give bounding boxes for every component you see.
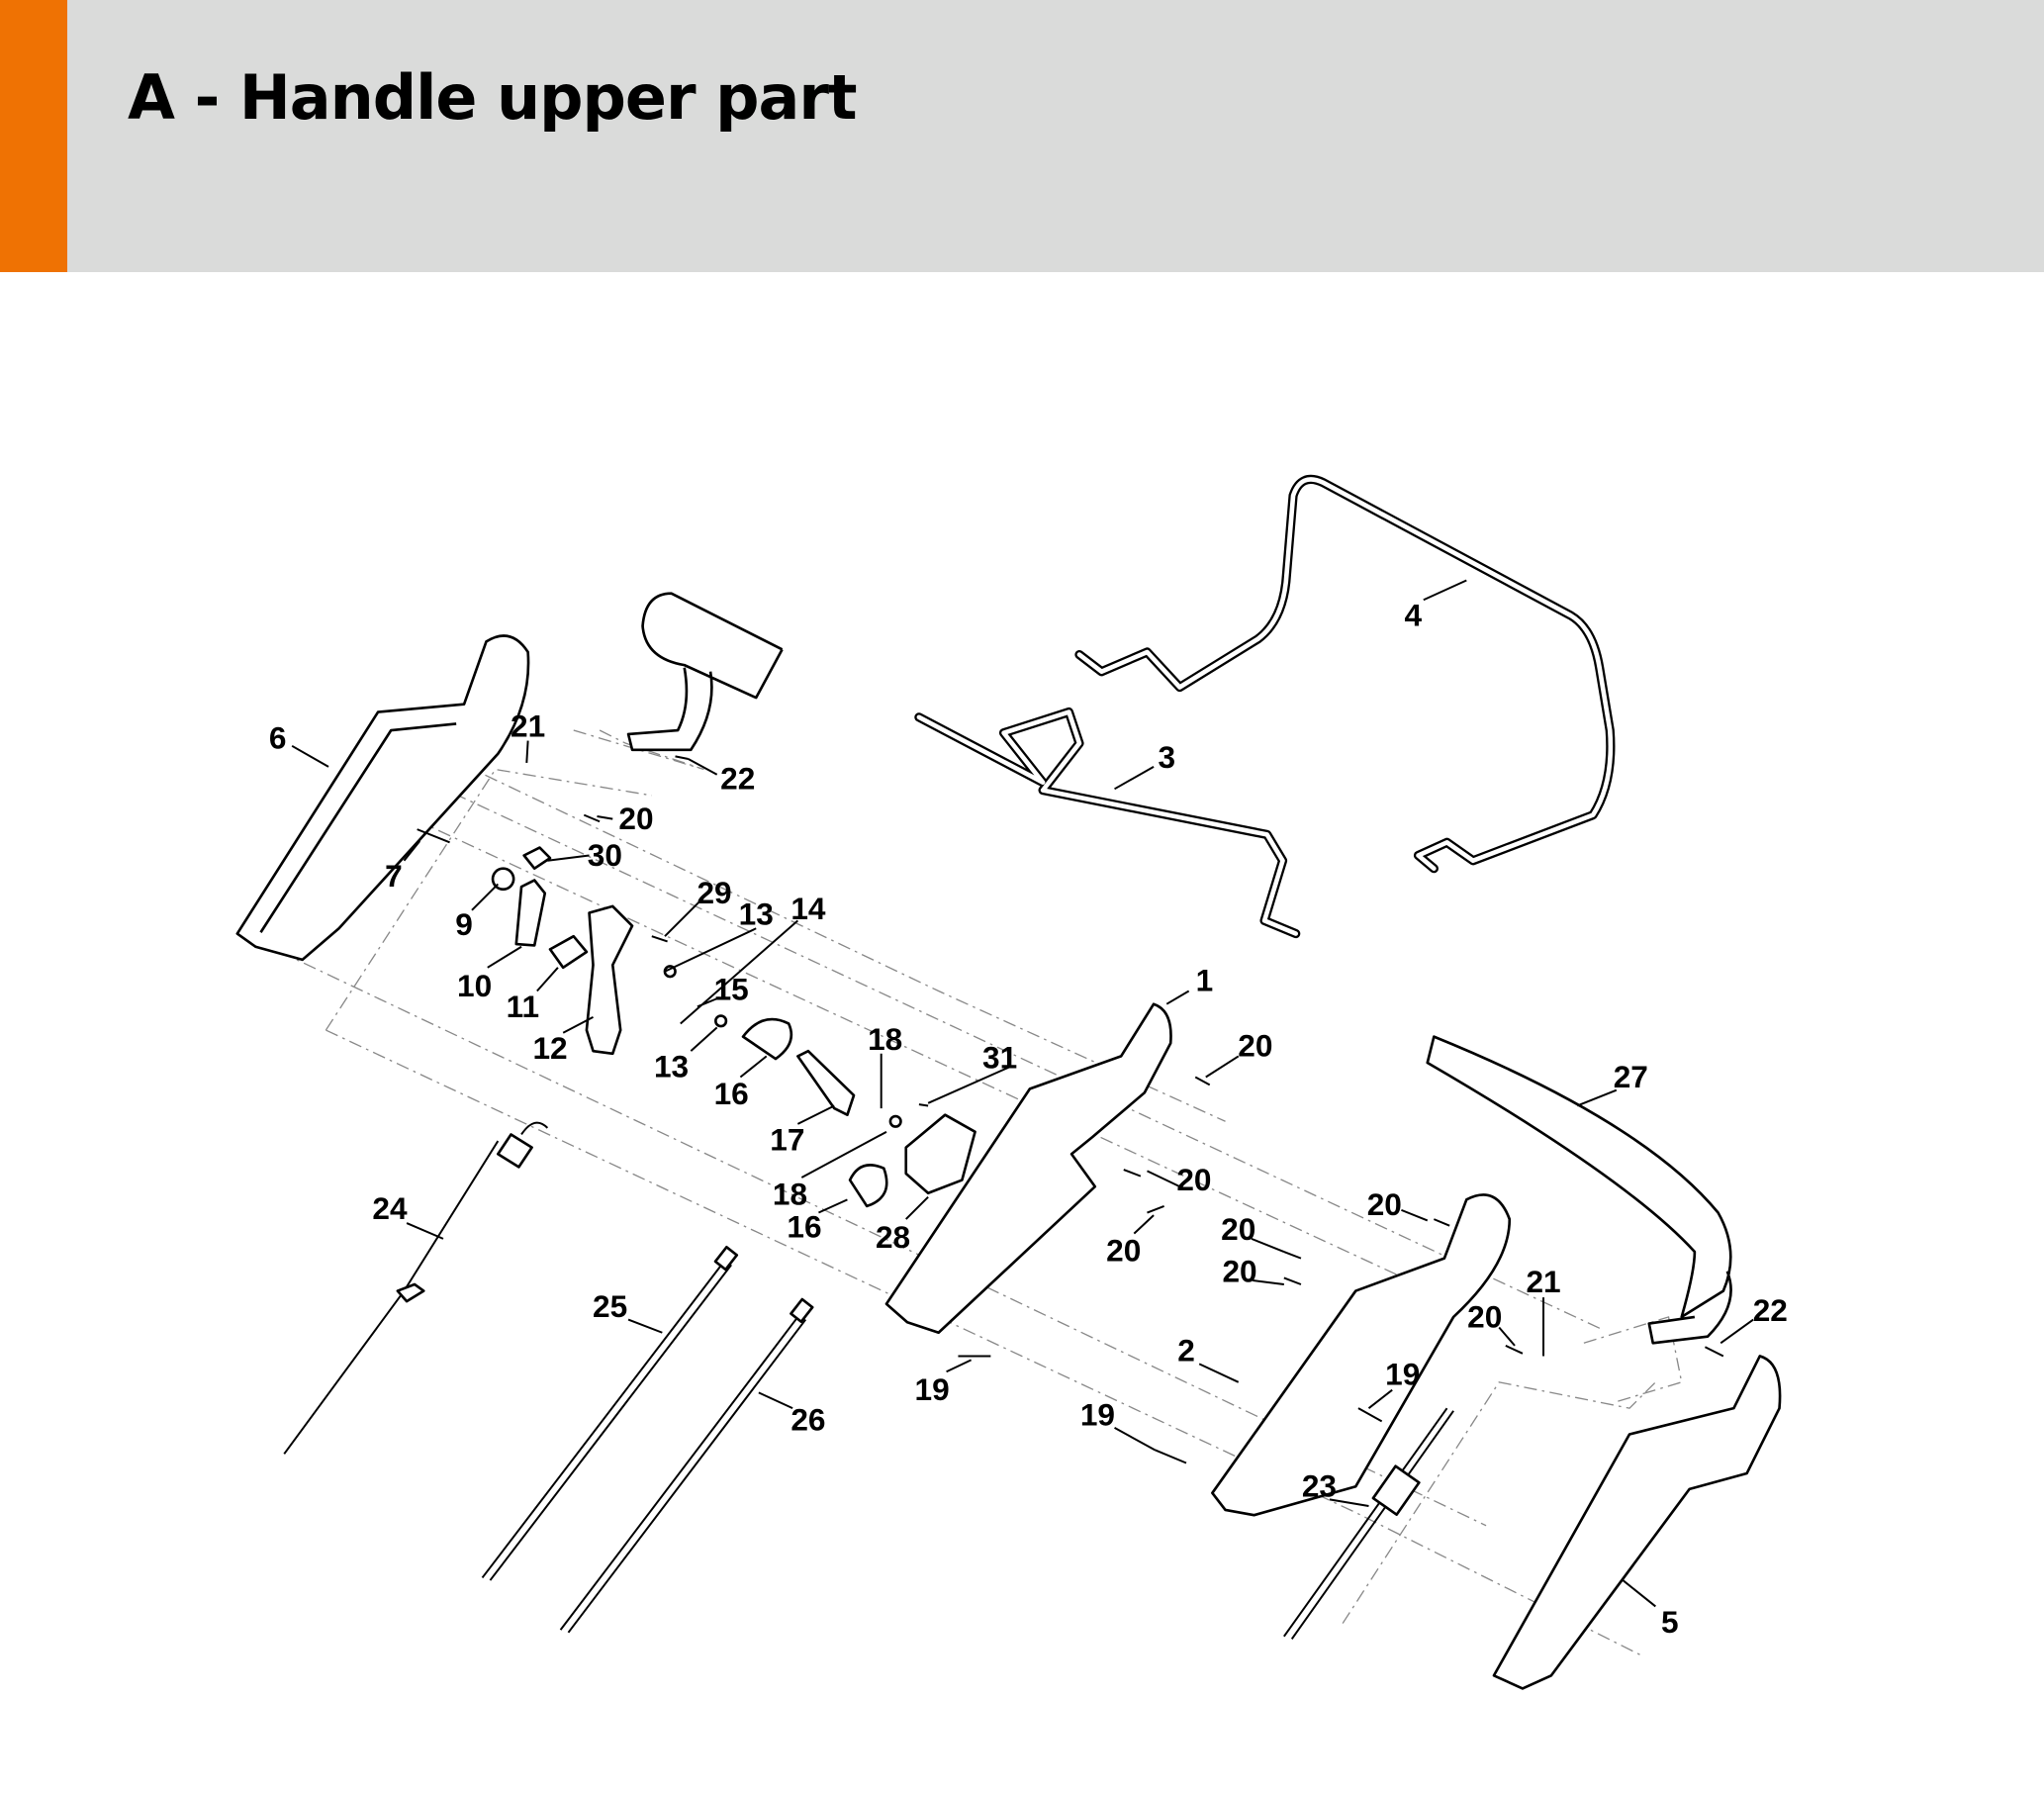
part-17-spindle[interactable] [796, 1049, 856, 1117]
callout-16b[interactable]: 16 [787, 1209, 821, 1245]
callout-30[interactable]: 30 [588, 837, 622, 873]
callout-3[interactable]: 3 [1158, 739, 1175, 775]
callout-20g[interactable]: 20 [1222, 1253, 1256, 1288]
callout-13[interactable]: 13 [739, 896, 774, 931]
callout-7[interactable]: 7 [385, 858, 403, 894]
callout-20c[interactable]: 20 [1176, 1162, 1211, 1197]
callout-20b[interactable]: 20 [1238, 1027, 1272, 1063]
callout-20[interactable]: 20 [618, 801, 653, 836]
page-title: A - Handle upper part [128, 61, 858, 134]
callout-19c[interactable]: 19 [914, 1371, 949, 1407]
callout-10[interactable]: 10 [457, 968, 492, 1003]
part-24-cable-spring[interactable] [283, 1121, 549, 1455]
part-16-cap[interactable] [741, 1017, 793, 1061]
part-2-right-cover[interactable] [1211, 1193, 1512, 1517]
part-4-handle-bar[interactable] [1074, 474, 1616, 874]
callout-2[interactable]: 2 [1177, 1333, 1195, 1368]
callout-15[interactable]: 15 [714, 972, 749, 1007]
callout-20d[interactable]: 20 [1106, 1232, 1141, 1268]
leader-lines [291, 579, 1754, 1608]
callout-14[interactable]: 14 [790, 891, 826, 926]
part-3-linkage-rod[interactable] [914, 707, 1301, 939]
callout-31[interactable]: 31 [982, 1039, 1017, 1075]
callout-26[interactable]: 26 [790, 1402, 825, 1438]
callout-29[interactable]: 29 [697, 875, 731, 910]
callout-13b[interactable]: 13 [654, 1048, 689, 1084]
callout-22[interactable]: 22 [720, 760, 755, 796]
callout-24[interactable]: 24 [372, 1190, 408, 1226]
part-10-latch[interactable] [514, 879, 547, 947]
part-27-right-handle-tube[interactable] [1426, 1035, 1732, 1345]
callout-22b[interactable]: 22 [1753, 1292, 1788, 1328]
callout-21[interactable]: 21 [511, 708, 545, 744]
callout-4[interactable]: 4 [1404, 598, 1422, 633]
part-18-washer[interactable] [888, 1114, 902, 1128]
part-5-lower-cover[interactable] [1492, 1355, 1782, 1690]
callout-20h[interactable]: 20 [1467, 1298, 1502, 1334]
callout-12[interactable]: 12 [532, 1030, 567, 1066]
part-26-cable[interactable] [559, 1297, 814, 1634]
callout-18b[interactable]: 18 [773, 1177, 807, 1212]
callout-25[interactable]: 25 [593, 1288, 627, 1324]
callout-28[interactable]: 28 [876, 1219, 910, 1255]
part-left-handle-tube[interactable] [626, 592, 784, 752]
callout-21b[interactable]: 21 [1526, 1264, 1560, 1299]
callout-20f[interactable]: 20 [1221, 1211, 1255, 1247]
callout-6[interactable]: 6 [269, 719, 287, 755]
callout-9[interactable]: 9 [455, 906, 473, 942]
part-28-bracket[interactable] [904, 1113, 976, 1195]
part-23-cable[interactable] [1283, 1407, 1454, 1640]
part-6-left-cover[interactable] [235, 634, 530, 962]
callout-19[interactable]: 19 [1385, 1356, 1420, 1391]
part-11-clip[interactable] [548, 934, 589, 970]
part-16-cap-lower[interactable] [848, 1164, 888, 1208]
callout-17[interactable]: 17 [770, 1121, 804, 1157]
callout-20e[interactable]: 20 [1367, 1186, 1402, 1222]
part-13-washer[interactable] [714, 1014, 728, 1028]
callout-19b[interactable]: 19 [1080, 1396, 1115, 1432]
callout-1[interactable]: 1 [1196, 963, 1214, 998]
header-accent [0, 0, 67, 272]
header-bar [0, 0, 2044, 272]
callout-16[interactable]: 16 [714, 1076, 749, 1111]
part-30-clamp[interactable] [522, 846, 552, 870]
callout-18[interactable]: 18 [868, 1021, 902, 1057]
callout-labels: 6 21 22 20 30 7 29 13 14 9 10 11 15 12 1… [269, 598, 1788, 1640]
part-12-lever[interactable] [585, 904, 634, 1056]
callout-27[interactable]: 27 [1614, 1059, 1648, 1094]
screws [417, 755, 1724, 1464]
part-25-cable[interactable] [481, 1245, 739, 1581]
callout-11[interactable]: 11 [507, 989, 539, 1024]
callout-23[interactable]: 23 [1302, 1468, 1337, 1504]
part-1-center-panel[interactable] [884, 1002, 1172, 1335]
callout-5[interactable]: 5 [1661, 1604, 1679, 1640]
